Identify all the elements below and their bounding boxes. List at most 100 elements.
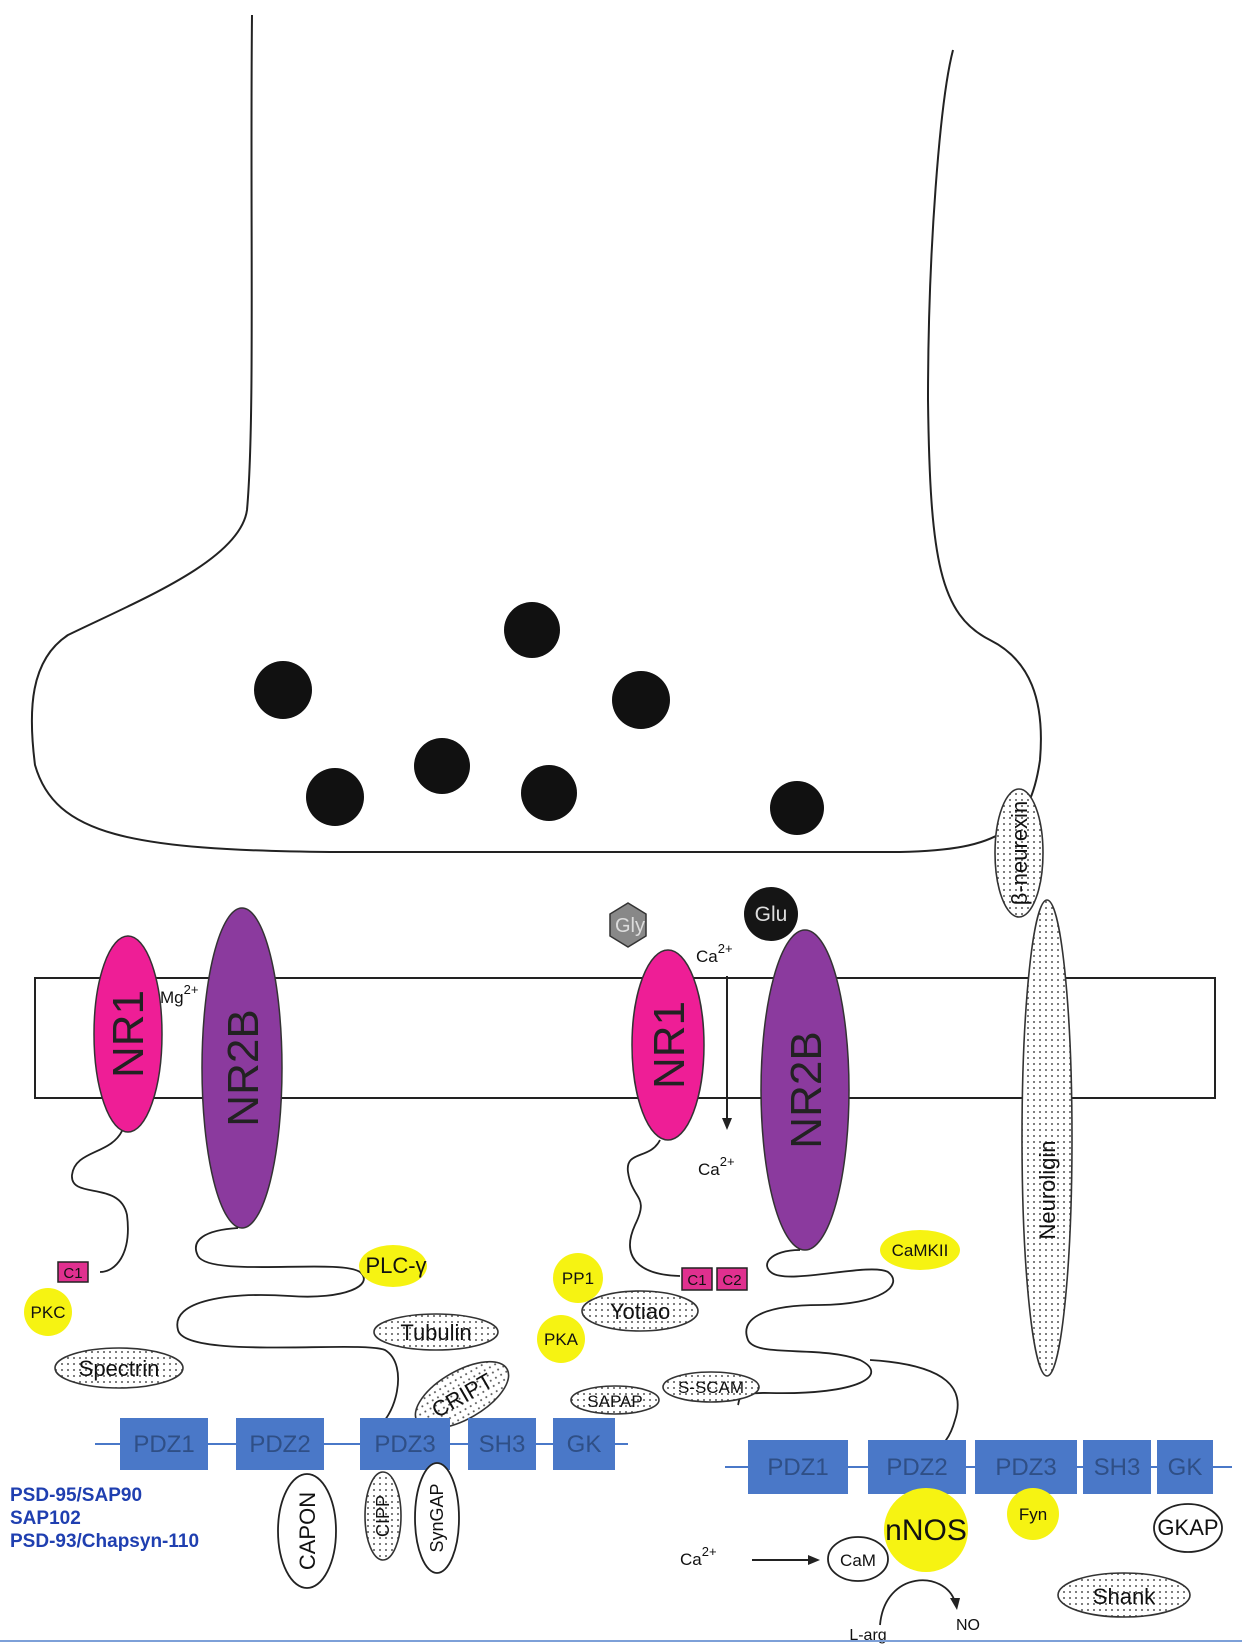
- pdz2-label-right: PDZ2: [886, 1454, 947, 1481]
- nr1-subunit-right: NR1: [632, 950, 704, 1140]
- nnos: nNOS: [884, 1488, 968, 1572]
- sapap-label: SAPAP: [587, 1392, 642, 1411]
- plc-gamma-label: PLC-γ: [365, 1253, 426, 1278]
- vesicle: [612, 671, 670, 729]
- fyn: Fyn: [1007, 1488, 1059, 1540]
- pdz3-domain-right: PDZ3: [975, 1440, 1077, 1494]
- legend-psd93: PSD-93/Chapsyn-110: [10, 1531, 199, 1552]
- pka-label: PKA: [544, 1330, 579, 1349]
- pdz3-label-right: PDZ3: [995, 1454, 1056, 1481]
- gk-domain-right: GK: [1157, 1440, 1213, 1494]
- pdz1-domain-right: PDZ1: [748, 1440, 848, 1494]
- c1-label-left: C1: [63, 1265, 82, 1282]
- sh3-domain-left: SH3: [468, 1418, 536, 1470]
- sh3-label-left: SH3: [479, 1431, 526, 1458]
- pkc: PKC: [24, 1288, 72, 1336]
- nr1-tail-left: [72, 1131, 128, 1272]
- sapap: SAPAP: [571, 1386, 659, 1414]
- pdz1-label-left: PDZ1: [133, 1431, 194, 1458]
- plc-gamma: PLC-γ: [359, 1245, 427, 1287]
- nr2b-label-right: NR2B: [782, 1031, 831, 1148]
- gkap: GKAP: [1154, 1504, 1222, 1552]
- beta-neurexin: β-neurexin: [995, 789, 1043, 917]
- no-label: NO: [956, 1617, 980, 1634]
- nr1-label-right: NR1: [645, 1001, 694, 1089]
- cipp: CIPP: [365, 1472, 401, 1560]
- calmodulin: CaM: [828, 1537, 888, 1581]
- sh3-domain-right: SH3: [1083, 1440, 1151, 1494]
- calcium-label-top: Ca2+: [696, 941, 733, 966]
- c1-box-right: C1: [682, 1268, 712, 1290]
- vesicle: [504, 602, 560, 658]
- glycine: Gly: [610, 903, 646, 947]
- nr2b-subunit-right: NR2B: [761, 930, 849, 1250]
- capon: CAPON: [278, 1474, 336, 1588]
- mg-ion-label: Mg2+: [160, 982, 198, 1007]
- neuroligin-label: Neuroligin: [1035, 1140, 1060, 1239]
- c1-label-right: C1: [687, 1272, 706, 1289]
- calmodulin-label: CaM: [840, 1551, 876, 1570]
- psd95-domains-right: PDZ1 PDZ2 PDZ3 SH3 GK: [748, 1440, 1213, 1494]
- nr2b-label-left: NR2B: [219, 1009, 268, 1126]
- nnos-label: nNOS: [885, 1514, 967, 1547]
- pkc-label: PKC: [31, 1303, 66, 1322]
- calcium-to-cam-arrowhead: [808, 1555, 820, 1565]
- nr1-label-left: NR1: [104, 990, 153, 1078]
- shank-label: Shank: [1093, 1584, 1156, 1609]
- nr2b-tail-right: [738, 1250, 958, 1442]
- beta-neurexin-label: β-neurexin: [1007, 801, 1032, 905]
- capon-label: CAPON: [295, 1492, 320, 1570]
- vesicle: [254, 661, 312, 719]
- gk-domain-left: GK: [553, 1418, 615, 1470]
- legend-sap102: SAP102: [10, 1508, 81, 1529]
- syngap-label: SynGAP: [427, 1483, 447, 1552]
- camkii: CaMKII: [880, 1230, 960, 1270]
- c1-box-left: C1: [58, 1262, 88, 1282]
- gk-label-left: GK: [567, 1431, 602, 1458]
- pp1-label: PP1: [562, 1269, 594, 1288]
- fyn-label: Fyn: [1019, 1505, 1047, 1524]
- pdz2-domain-left: PDZ2: [236, 1418, 324, 1470]
- s-scam-label: S-SCAM: [678, 1378, 744, 1397]
- presynaptic-terminal-outline: [32, 15, 1041, 852]
- glycine-label: Gly: [615, 915, 645, 937]
- gk-label-right: GK: [1168, 1454, 1203, 1481]
- pdz3-label-left: PDZ3: [374, 1431, 435, 1458]
- camkii-label: CaMKII: [892, 1241, 949, 1260]
- pdz1-label-right: PDZ1: [767, 1454, 828, 1481]
- vesicle: [521, 765, 577, 821]
- nr1-tail-right: [628, 1140, 680, 1276]
- c2-label-right: C2: [722, 1272, 741, 1289]
- cipp-label: CIPP: [373, 1495, 393, 1537]
- spectrin: Spectrin: [55, 1348, 183, 1388]
- pdz1-domain-left: PDZ1: [120, 1418, 208, 1470]
- calcium-arrowhead: [722, 1118, 732, 1130]
- gkap-label: GKAP: [1157, 1515, 1218, 1540]
- vesicle: [770, 781, 824, 835]
- maguk-legend: PSD-95/SAP90 SAP102 PSD-93/Chapsyn-110: [10, 1485, 199, 1552]
- sh3-label-right: SH3: [1094, 1454, 1141, 1481]
- yotiao: Yotiao: [582, 1291, 698, 1331]
- calcium-label-bottom: Ca2+: [698, 1154, 735, 1179]
- neuroligin: Neuroligin: [1022, 900, 1072, 1376]
- s-scam: S-SCAM: [663, 1372, 759, 1402]
- pdz2-domain-right: PDZ2: [868, 1440, 966, 1494]
- glutamate: Glu: [744, 887, 798, 941]
- shank: Shank: [1058, 1573, 1190, 1617]
- legend-psd95: PSD-95/SAP90: [10, 1485, 142, 1506]
- calcium-label-cam: Ca2+: [680, 1544, 717, 1569]
- spectrin-label: Spectrin: [79, 1356, 160, 1381]
- nr2b-subunit-left: NR2B: [202, 908, 282, 1228]
- pka: PKA: [537, 1315, 585, 1363]
- vesicle: [414, 738, 470, 794]
- pp1: PP1: [553, 1253, 603, 1303]
- c2-box-right: C2: [717, 1268, 747, 1290]
- yotiao-label: Yotiao: [610, 1299, 670, 1324]
- vesicle: [306, 768, 364, 826]
- nr1-subunit-left: NR1: [94, 936, 162, 1132]
- vesicles: [254, 602, 824, 835]
- larg-to-no-arrow: [880, 1580, 955, 1625]
- syngap: SynGAP: [415, 1463, 459, 1573]
